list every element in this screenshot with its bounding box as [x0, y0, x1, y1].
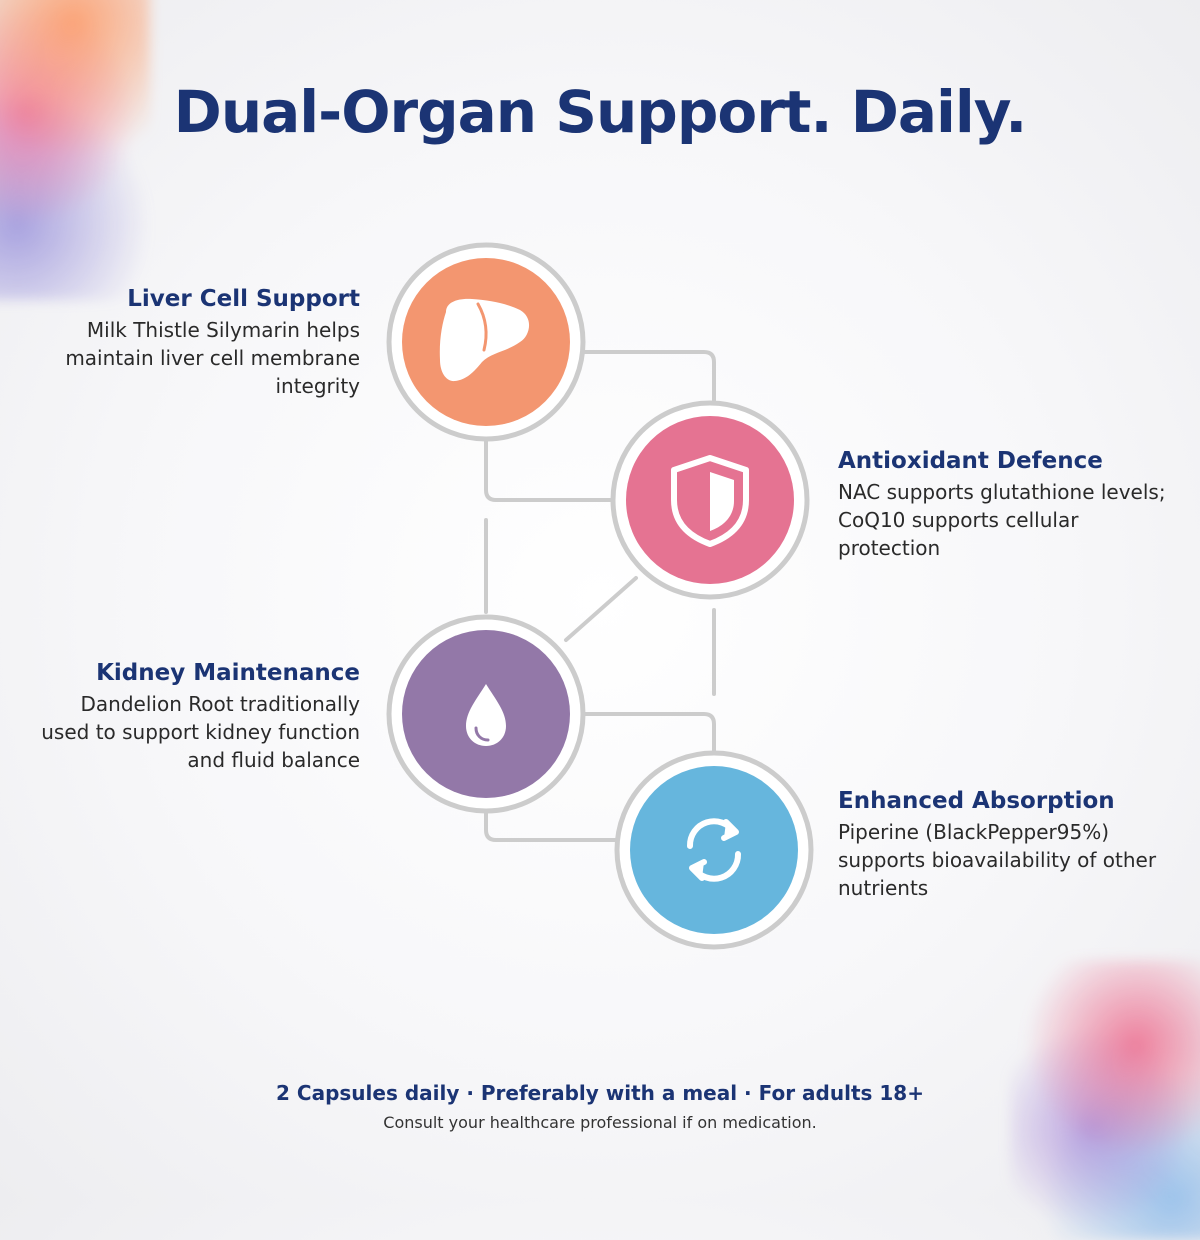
absorb-node: [614, 750, 814, 950]
feature-description: NAC supports glutathione levels; CoQ10 s…: [838, 480, 1166, 560]
feature-description: Dandelion Root traditionally used to sup…: [41, 692, 360, 772]
dosage-instructions: 2 Capsules daily · Preferably with a mea…: [276, 1081, 924, 1105]
feature-kidney-maintenance: Kidney Maintenance Dandelion Root tradit…: [30, 660, 360, 774]
connector-liver-shield-top: [564, 350, 716, 424]
medical-disclaimer: Consult your healthcare professional if …: [383, 1113, 817, 1132]
shield-icon: [671, 455, 749, 547]
feature-antioxidant-defence: Antioxidant Defence NAC supports glutath…: [838, 448, 1168, 562]
connector-drop-absorb-bottom: [484, 798, 626, 842]
absorb-node-circle: [630, 766, 798, 934]
feature-description: Milk Thistle Silymarin helps maintain li…: [65, 318, 360, 398]
liver-node: [386, 242, 586, 442]
feature-title: Antioxidant Defence: [838, 448, 1103, 474]
page-title: Dual-Organ Support. Daily.: [173, 78, 1028, 146]
refresh-arrows-icon: [686, 818, 742, 882]
shield-node: [610, 400, 810, 600]
feature-description: Piperine (BlackPepper95%) supports bioav…: [838, 820, 1157, 900]
drop-node: [386, 614, 586, 814]
feature-diagram: [386, 242, 814, 950]
water-drop-icon: [466, 684, 506, 746]
feature-title: Kidney Maintenance: [96, 660, 360, 686]
connector-shield-drop: [564, 576, 638, 642]
feature-title: Liver Cell Support: [127, 286, 360, 312]
feature-liver-cell-support: Liver Cell Support Milk Thistle Silymari…: [30, 286, 360, 400]
feature-enhanced-absorption: Enhanced Absorption Piperine (BlackPeppe…: [838, 788, 1168, 902]
connector-drop-absorb-top: [564, 712, 716, 768]
liver-icon: [439, 298, 530, 382]
connector-lines: [484, 350, 716, 842]
connector-liver-shield-bottom: [484, 434, 630, 502]
feature-title: Enhanced Absorption: [838, 788, 1115, 814]
